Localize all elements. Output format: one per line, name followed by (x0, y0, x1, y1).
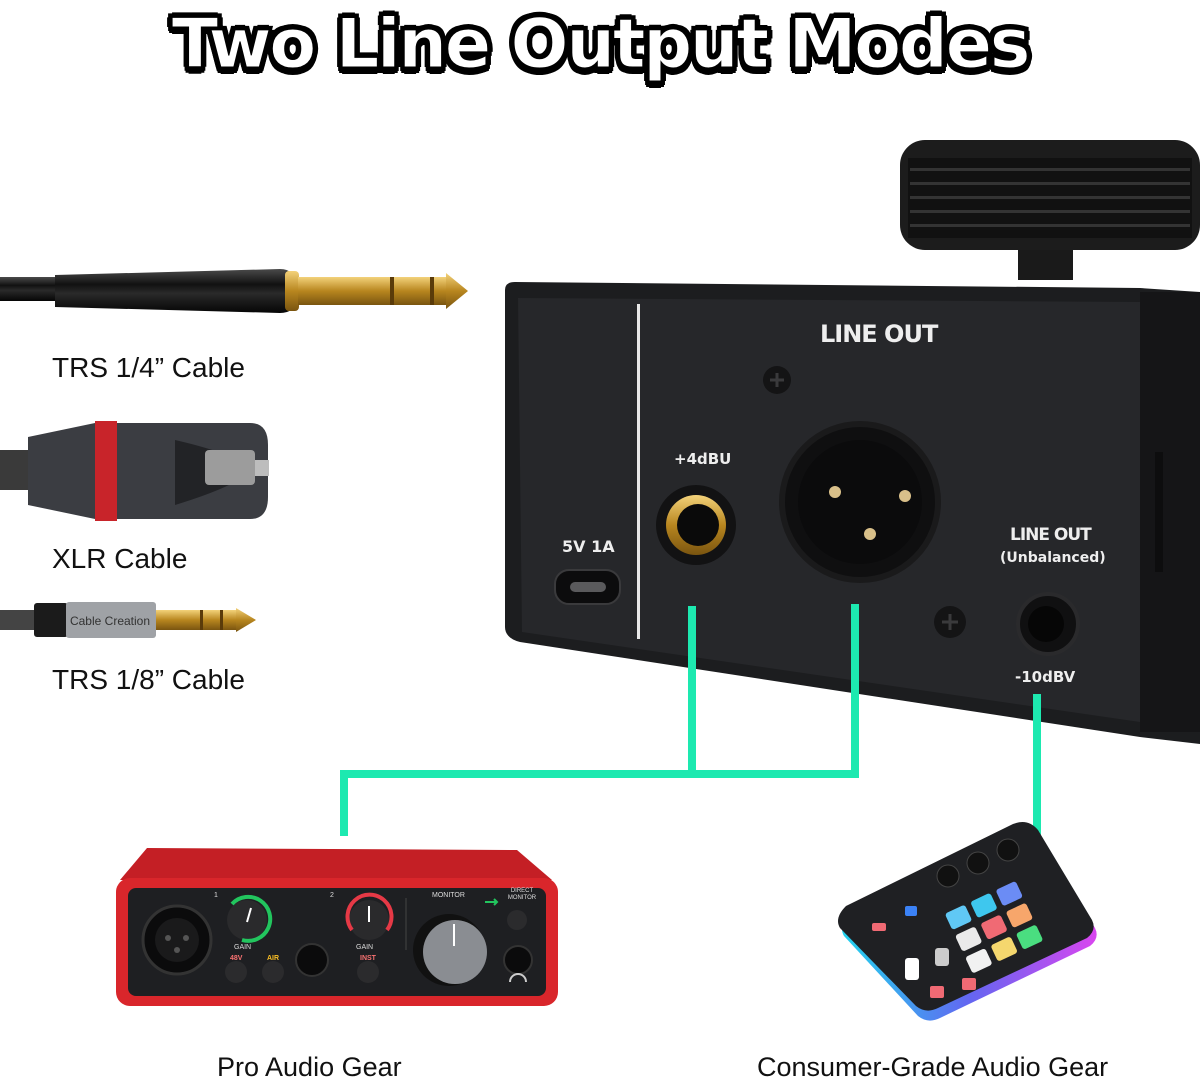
channel-1-number: 1 (214, 892, 218, 899)
page-title: Two Line Output Modes (171, 5, 1031, 85)
cable-label-trs-quarter: TRS 1/4” Cable (52, 352, 245, 383)
cable-label-trs-eighth: TRS 1/8” Cable (52, 664, 245, 695)
air-label: AIR (267, 955, 280, 962)
monitor-label: MONITOR (432, 892, 465, 899)
trs-quarter-inch-plug-icon (0, 269, 468, 313)
inst-label: INST (360, 955, 376, 962)
pro-audio-interface: 1 2 GAIN GAIN 48V AIR INST MONITOR DIREC… (112, 840, 558, 1010)
connector-unbalanced (1033, 694, 1041, 836)
direct-monitor-label: DIRECT MONITOR (507, 888, 537, 901)
interface-body (116, 848, 558, 1006)
pro-gear-label: Pro Audio Gear (217, 1052, 402, 1082)
phantom-48v-label: 48V (230, 955, 243, 962)
device-body (505, 282, 1200, 744)
cable-label-xlr: XLR Cable (52, 543, 188, 574)
headphones-icon (509, 973, 527, 983)
connector-trs (688, 606, 696, 776)
consumer-audio-mixer (838, 822, 1097, 1021)
connector-pro-bus (340, 770, 859, 778)
mounting-knob-icon (900, 140, 1200, 280)
line-out-label: LINE OUT (820, 320, 938, 348)
connector-pro-drop (340, 770, 348, 836)
unbalanced-level-label: -10dBV (1015, 668, 1076, 686)
unbalanced-subtitle: (Unbalanced) (1000, 550, 1106, 566)
xlr-female-plug-icon (0, 421, 269, 521)
trs-eighth-inch-plug-icon: Cable Creation (0, 602, 256, 638)
channel-2-number: 2 (330, 892, 334, 899)
line-out-device: LINE OUT +4dBU 5V 1A LINE OUT (Unbalance… (500, 282, 1200, 744)
gain-1-label: GAIN (234, 944, 252, 951)
consumer-gear-label: Consumer-Grade Audio Gear (757, 1052, 1109, 1082)
connector-xlr (851, 604, 859, 778)
trs-level-label: +4dBU (674, 450, 732, 468)
usb-power-label: 5V 1A (562, 537, 615, 556)
unbalanced-title: LINE OUT (1010, 525, 1092, 545)
usb-icon (485, 898, 499, 906)
cable-brand-text: Cable Creation (70, 614, 150, 628)
gain-2-label: GAIN (356, 944, 374, 951)
